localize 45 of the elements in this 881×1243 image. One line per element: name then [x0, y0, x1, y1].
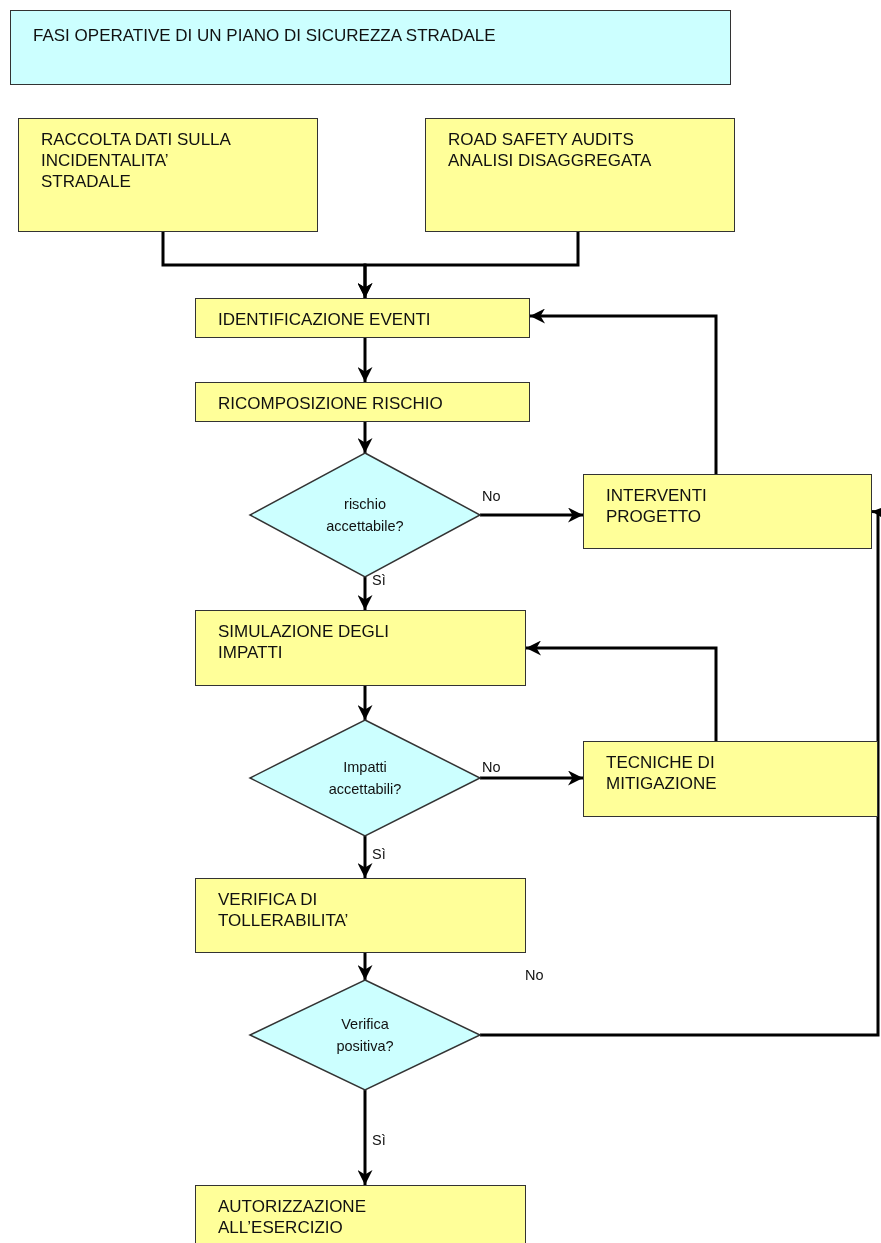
arrow	[357, 953, 373, 980]
edge-label: Sì	[372, 572, 386, 588]
process-box	[583, 741, 878, 817]
process-box	[425, 118, 735, 232]
arrow	[357, 338, 373, 382]
decision-text: Impatti accettabili?	[327, 758, 403, 799]
box-text: RACCOLTA DATI SULLA INCIDENTALITA’ STRADALE	[41, 129, 232, 192]
process-box	[195, 610, 526, 686]
edge-label: No	[482, 488, 501, 504]
arrow	[480, 505, 881, 1037]
arrow	[480, 507, 583, 523]
arrow	[480, 770, 583, 786]
process-box	[195, 298, 530, 338]
arrow	[357, 232, 580, 298]
box-text: SIMULAZIONE DEGLI IMPATTI	[218, 621, 390, 663]
edge-label: No	[525, 967, 544, 983]
decision-diamond	[250, 720, 480, 836]
box-text: VERIFICA DI TOLLERABILITA’	[218, 889, 350, 931]
box-text: ROAD SAFETY AUDITS	[448, 129, 635, 150]
process-box	[195, 382, 530, 422]
edge-label: Sì	[372, 846, 386, 862]
arrow	[357, 577, 373, 610]
title-text: FASI OPERATIVE DI UN PIANO DI SICUREZZA STRADALE	[33, 25, 497, 46]
arrow	[530, 308, 718, 474]
box-text: RICOMPOSIZIONE RISCHIO	[218, 393, 444, 414]
decision-diamond	[250, 980, 480, 1090]
title-box	[10, 10, 731, 85]
box-text: IDENTIFICAZIONE EVENTI	[218, 309, 432, 330]
arrow	[357, 686, 373, 720]
box-text: TECNICHE DI MITIGAZIONE	[606, 752, 718, 794]
arrow	[357, 422, 373, 453]
box-text: ANALISI DISAGGREGATA	[448, 150, 653, 171]
process-box	[18, 118, 318, 232]
arrow	[357, 836, 373, 878]
arrow	[357, 1090, 373, 1185]
process-box	[195, 1185, 526, 1243]
arrow	[526, 640, 718, 741]
process-box	[195, 878, 526, 953]
box-text: AUTORIZZAZIONE ALL’ESERCIZIO	[218, 1196, 367, 1238]
decision-text: rischio accettabile?	[325, 495, 405, 536]
decision-text: Verifica positiva?	[335, 1015, 395, 1056]
process-box	[583, 474, 872, 549]
edge-label: No	[482, 759, 501, 775]
edge-label: Sì	[372, 1132, 386, 1148]
box-text: INTERVENTI PROGETTO	[606, 485, 708, 527]
